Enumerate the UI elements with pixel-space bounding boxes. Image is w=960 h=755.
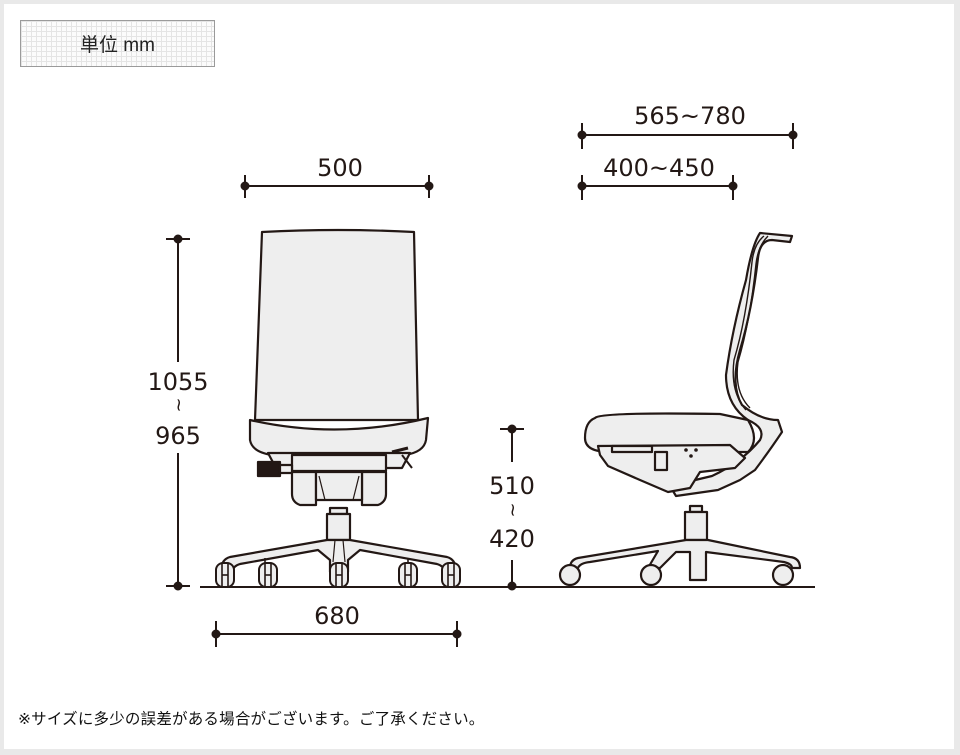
diagram-panel — [4, 4, 954, 749]
seat-height-min-label: 420 — [489, 525, 535, 553]
dimension-front-width — [240, 175, 434, 198]
overall-depth-label: 565~780 — [634, 102, 746, 130]
seat-depth-label: 400~450 — [603, 154, 715, 182]
dimension-overall-depth — [577, 123, 798, 149]
seat-height-separator: ~ — [502, 502, 523, 517]
front-height-separator: ~ — [168, 397, 189, 412]
dimension-seat-depth — [577, 175, 738, 200]
front-height-min-label: 965 — [155, 422, 201, 450]
front-height-max-label: 1055 — [147, 368, 208, 396]
base-width-label: 680 — [314, 602, 360, 630]
unit-label-box: 単位 mm — [20, 20, 215, 67]
dimension-front-height — [166, 234, 190, 591]
front-casters — [215, 562, 461, 588]
dimension-seat-height — [500, 424, 524, 591]
side-view-chair — [558, 231, 802, 587]
front-view-chair — [220, 228, 457, 574]
unit-label: 単位 mm — [80, 35, 155, 56]
seat-height-max-label: 510 — [489, 472, 535, 500]
dimension-base-width — [211, 621, 462, 647]
footnote: ※サイズに多少の誤差がある場合がございます。ご了承ください。 — [18, 711, 485, 728]
front-width-label: 500 — [317, 154, 363, 182]
